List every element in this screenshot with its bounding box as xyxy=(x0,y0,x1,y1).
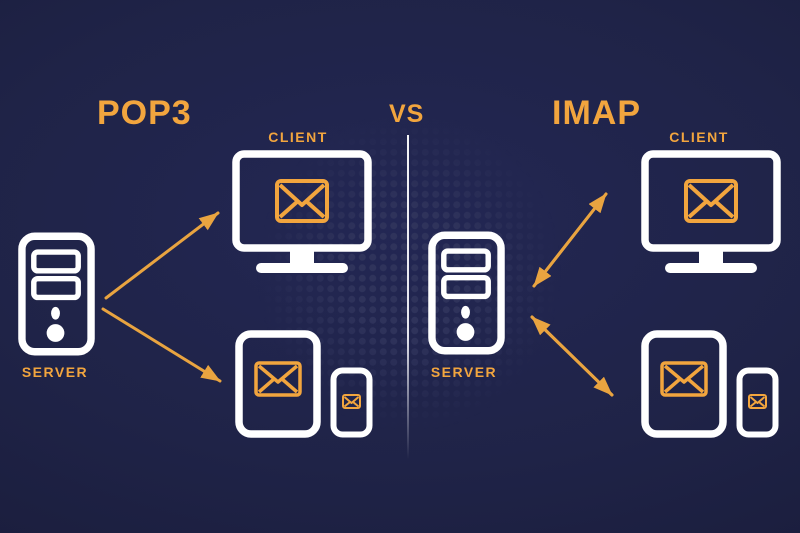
email-icon xyxy=(660,361,708,397)
email-icon xyxy=(684,179,738,223)
client-label: CLIENT xyxy=(669,129,729,145)
client-label: CLIENT xyxy=(268,129,328,145)
pop3-title: POP3 xyxy=(97,94,192,132)
arrow-server-tablet-two-way xyxy=(530,315,614,397)
server-label: SERVER xyxy=(430,364,498,380)
server-label: SERVER xyxy=(21,364,89,380)
email-icon xyxy=(342,394,361,409)
smartphone-icon xyxy=(736,367,779,438)
arrow-server-to-tablet xyxy=(101,307,222,383)
imap-title: IMAP xyxy=(552,94,641,132)
arrow-server-to-desktop xyxy=(104,211,220,300)
email-icon xyxy=(254,361,302,397)
desktop-monitor-icon xyxy=(232,150,372,273)
email-icon xyxy=(275,179,329,223)
smartphone-icon xyxy=(330,367,373,438)
desktop-monitor-icon xyxy=(641,150,781,273)
server-icon xyxy=(428,231,505,355)
vs-label: VS xyxy=(389,100,425,128)
tablet-icon xyxy=(235,330,321,438)
email-icon xyxy=(748,394,767,409)
server-icon xyxy=(18,232,95,356)
arrow-server-desktop-two-way xyxy=(532,192,608,288)
divider-line xyxy=(407,135,409,459)
tablet-icon xyxy=(641,330,727,438)
